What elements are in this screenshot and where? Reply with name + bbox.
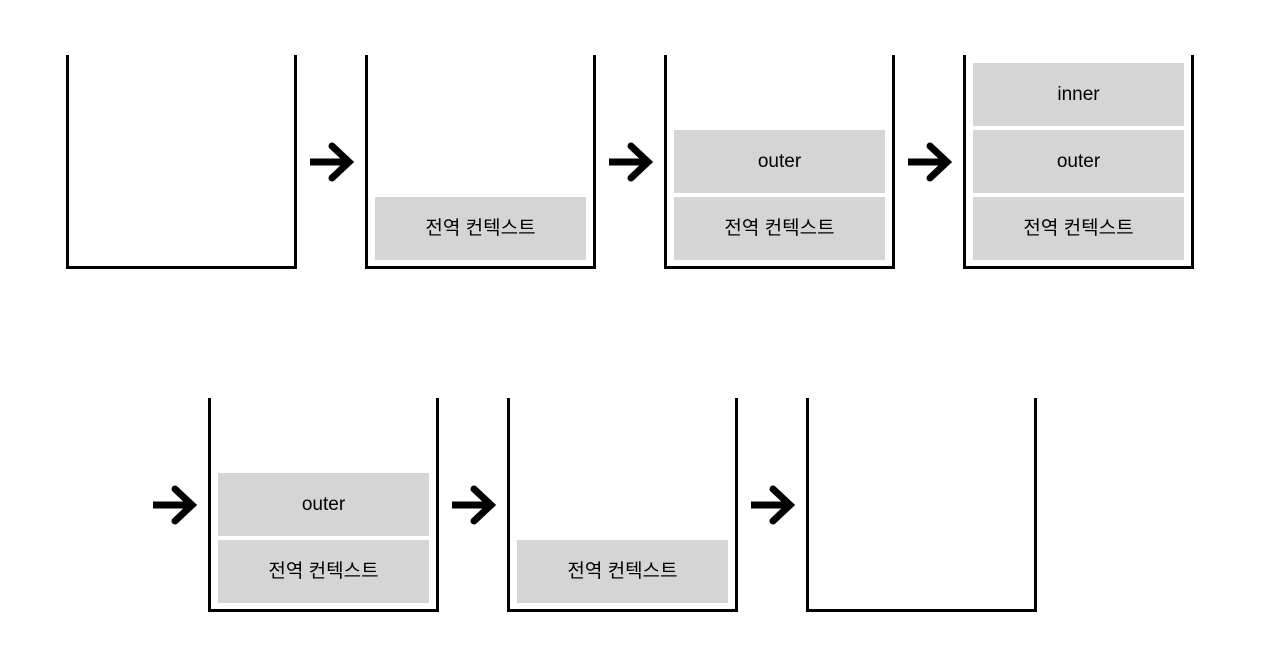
- execution-context-frame: 전역 컨텍스트: [375, 197, 586, 260]
- arrow-right-icon: [596, 55, 664, 269]
- execution-context-frame: 전역 컨텍스트: [218, 540, 429, 603]
- arrow-right-icon: [140, 398, 208, 612]
- arrow-right-icon: [439, 398, 507, 612]
- execution-context-frame: outer: [218, 473, 429, 536]
- execution-context-frame: 전역 컨텍스트: [973, 197, 1184, 260]
- execution-context-frame: 전역 컨텍스트: [517, 540, 728, 603]
- execution-context-frame: 전역 컨텍스트: [674, 197, 885, 260]
- step-6-outer-popped: 전역 컨텍스트: [507, 398, 738, 612]
- step-1-empty-stack: [66, 55, 297, 269]
- arrow-right-icon: [738, 398, 806, 612]
- execution-context-frame: inner: [973, 63, 1184, 126]
- arrow-right-icon: [895, 55, 963, 269]
- step-2-global-pushed: 전역 컨텍스트: [365, 55, 596, 269]
- arrow-right-icon: [297, 55, 365, 269]
- execution-context-frame: outer: [674, 130, 885, 193]
- execution-context-frame: outer: [973, 130, 1184, 193]
- step-7-empty-again: [806, 398, 1037, 612]
